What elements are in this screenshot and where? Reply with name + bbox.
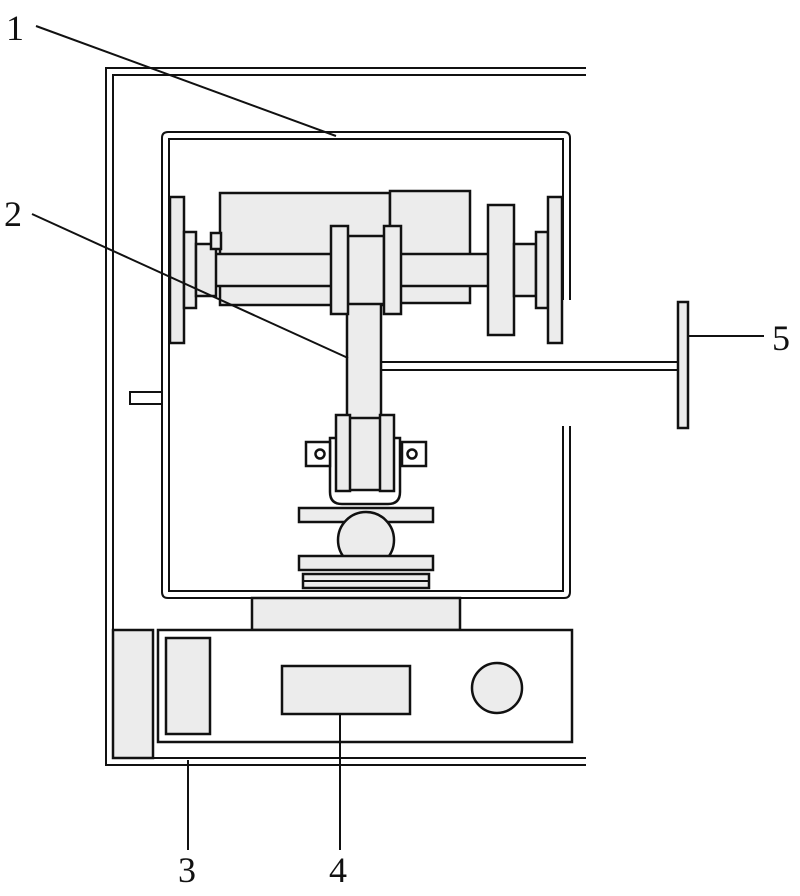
handle-rod [381, 300, 690, 430]
label-5: 5 [772, 318, 790, 358]
label-3: 3 [178, 850, 196, 890]
control-box [111, 628, 574, 760]
inner-enclosure [129, 131, 571, 599]
swing-arm [329, 224, 403, 424]
outer-frame [105, 67, 586, 766]
leader-lines [31, 25, 764, 850]
pedestal [250, 596, 462, 632]
specimen-holder [304, 413, 428, 506]
label-1: 1 [6, 8, 24, 48]
label-4: 4 [329, 850, 347, 890]
label-2: 2 [4, 194, 22, 234]
ball-stage [297, 506, 435, 590]
